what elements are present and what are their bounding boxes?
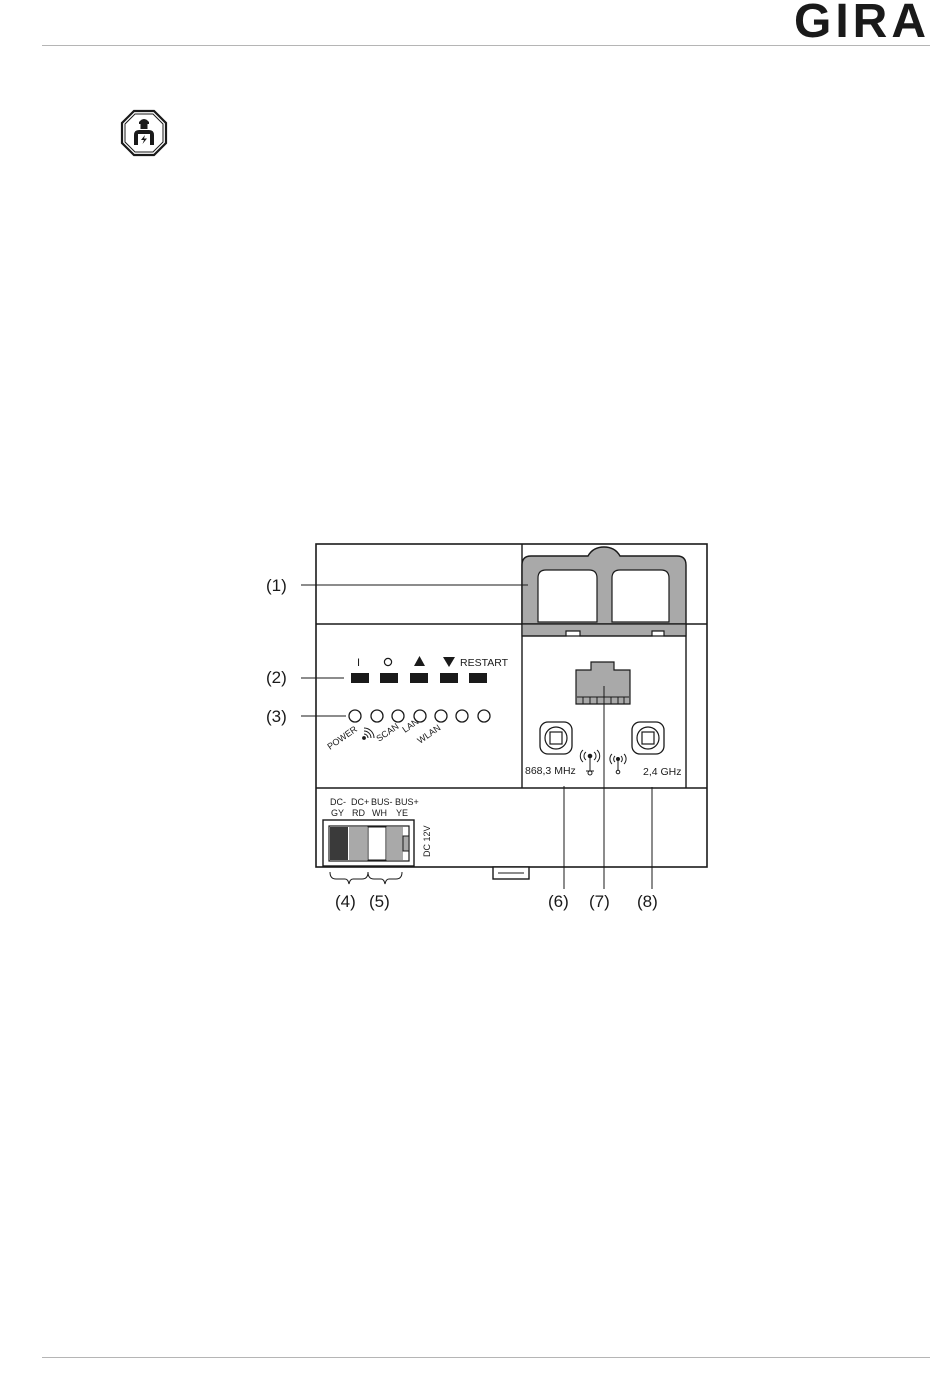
footer-rule [42, 1357, 930, 1358]
terminal-dc-minus-color: GY [331, 808, 344, 818]
callout-4: (4) [335, 892, 356, 911]
terminal-bus-plus-ye [387, 827, 403, 860]
terminal-bus-minus-wh [368, 827, 386, 860]
callout-7: (7) [589, 892, 610, 911]
terminal-bus-minus-color: WH [372, 808, 387, 818]
terminal-dc-plus-rd [349, 827, 367, 860]
terminal-block [323, 820, 414, 866]
button-up[interactable] [410, 673, 428, 683]
button-label-restart: RESTART [460, 657, 509, 669]
button-on[interactable] [351, 673, 369, 683]
callout-1: (1) [266, 576, 287, 595]
led-6 [456, 710, 468, 722]
led-power [349, 710, 361, 722]
terminal-voltage-label: DC 12V [422, 825, 432, 857]
led-wlan [435, 710, 447, 722]
callout-3: (3) [266, 707, 287, 726]
button-off[interactable] [380, 673, 398, 683]
callout-8: (8) [637, 892, 658, 911]
terminal-dc-plus: DC+ [351, 797, 369, 807]
antenna-label-24ghz: 2,4 GHz [643, 766, 682, 778]
callout-5: (5) [369, 892, 390, 911]
led-7 [478, 710, 490, 722]
terminal-dc-plus-color: RD [352, 808, 365, 818]
antenna-label-868: 868,3 MHz [525, 765, 576, 777]
callout-2: (2) [266, 668, 287, 687]
terminal-bus-minus: BUS- [371, 797, 393, 807]
callout-6: (6) [548, 892, 569, 911]
button-restart[interactable] [469, 673, 487, 683]
cover-handle [522, 547, 686, 636]
terminal-dc-minus-gy [330, 827, 348, 860]
terminal-bus-plus-color: YE [396, 808, 408, 818]
button-down[interactable] [440, 673, 458, 683]
led-scan [392, 710, 404, 722]
terminal-bus-plus: BUS+ [395, 797, 419, 807]
button-label-on: I [357, 657, 360, 669]
terminal-dc-minus: DC- [330, 797, 346, 807]
led-radio [371, 710, 383, 722]
